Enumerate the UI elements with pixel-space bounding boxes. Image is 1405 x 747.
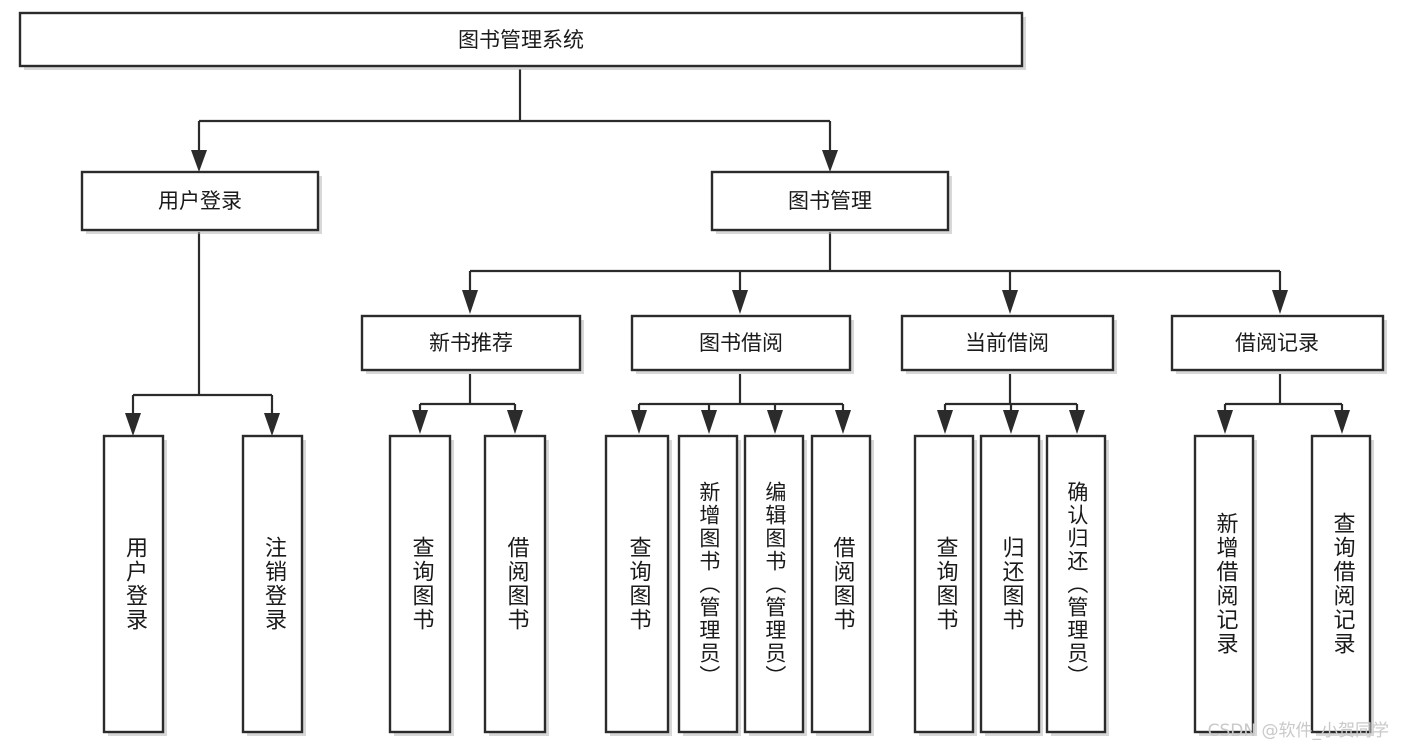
leaf-node[interactable] — [1310, 434, 1374, 736]
leaf-node[interactable] — [810, 434, 874, 736]
arrow-bookmgmt-to-c1 — [732, 290, 748, 314]
edge-group-root — [191, 69, 838, 172]
leaf-node[interactable] — [677, 434, 741, 736]
arrow-records-to-l0 — [1217, 410, 1233, 434]
node-book-borrow-label: 图书借阅 — [699, 331, 783, 355]
arrow-root-to-bookmgmt — [822, 150, 838, 172]
node-borrow-records[interactable]: 借阅记录 — [1170, 314, 1387, 374]
leaf-node[interactable] — [743, 434, 807, 736]
node-user-login[interactable]: 用户登录 — [80, 170, 322, 234]
node-book-management-label: 图书管理 — [788, 189, 872, 213]
edge-group-bookborrow — [631, 374, 851, 434]
leaf-node[interactable] — [979, 434, 1043, 736]
leaf-node[interactable] — [1045, 434, 1109, 736]
node-current-borrow[interactable]: 当前借阅 — [900, 314, 1117, 374]
node-new-book-recommend[interactable]: 新书推荐 — [360, 314, 584, 374]
node-borrow-records-label: 借阅记录 — [1235, 331, 1319, 355]
leaf-node[interactable] — [1193, 434, 1257, 736]
arrow-records-to-l1 — [1334, 410, 1350, 434]
edge-group-records — [1217, 374, 1350, 434]
arrow-userlogin-to-leaf0 — [125, 413, 141, 436]
node-root-label: 图书管理系统 — [458, 28, 584, 52]
edge-group-userlogin — [125, 232, 280, 436]
arrow-currentborrow-to-l0 — [937, 410, 953, 434]
arrow-bookmgmt-to-c3 — [1272, 290, 1288, 314]
node-root[interactable]: 图书管理系统 — [18, 11, 1026, 70]
leaf-node[interactable] — [483, 434, 549, 736]
arrow-bookborrow-to-l2 — [767, 410, 783, 434]
arrow-root-to-userlogin — [191, 150, 207, 172]
arrow-userlogin-to-leaf1 — [264, 413, 280, 436]
arrow-bookmgmt-to-c2 — [1002, 290, 1018, 314]
leaf-node[interactable] — [604, 434, 672, 736]
arrow-newbook-to-l0 — [412, 410, 428, 434]
node-user-login-label: 用户登录 — [158, 189, 242, 213]
leaf-node[interactable] — [913, 434, 977, 736]
arrow-bookborrow-to-l1 — [701, 410, 717, 434]
arrow-bookmgmt-to-c0 — [462, 290, 478, 314]
leaf-node[interactable] — [102, 434, 167, 736]
node-book-management[interactable]: 图书管理 — [710, 170, 952, 234]
node-current-borrow-label: 当前借阅 — [965, 331, 1049, 355]
arrow-currentborrow-to-l1 — [1003, 410, 1019, 434]
edge-group-currentborrow — [937, 374, 1085, 434]
node-new-book-recommend-label: 新书推荐 — [429, 331, 513, 355]
arrow-currentborrow-to-l2 — [1069, 410, 1085, 434]
edge-group-bookmgmt — [462, 232, 1288, 314]
leaf-node[interactable] — [241, 434, 306, 736]
edge-group-newbook — [412, 374, 523, 434]
node-book-borrow[interactable]: 图书借阅 — [630, 314, 854, 374]
arrow-bookborrow-to-l3 — [835, 410, 851, 434]
arrow-bookborrow-to-l0 — [631, 410, 647, 434]
arrow-newbook-to-l1 — [507, 410, 523, 434]
leaf-node[interactable] — [388, 434, 454, 736]
